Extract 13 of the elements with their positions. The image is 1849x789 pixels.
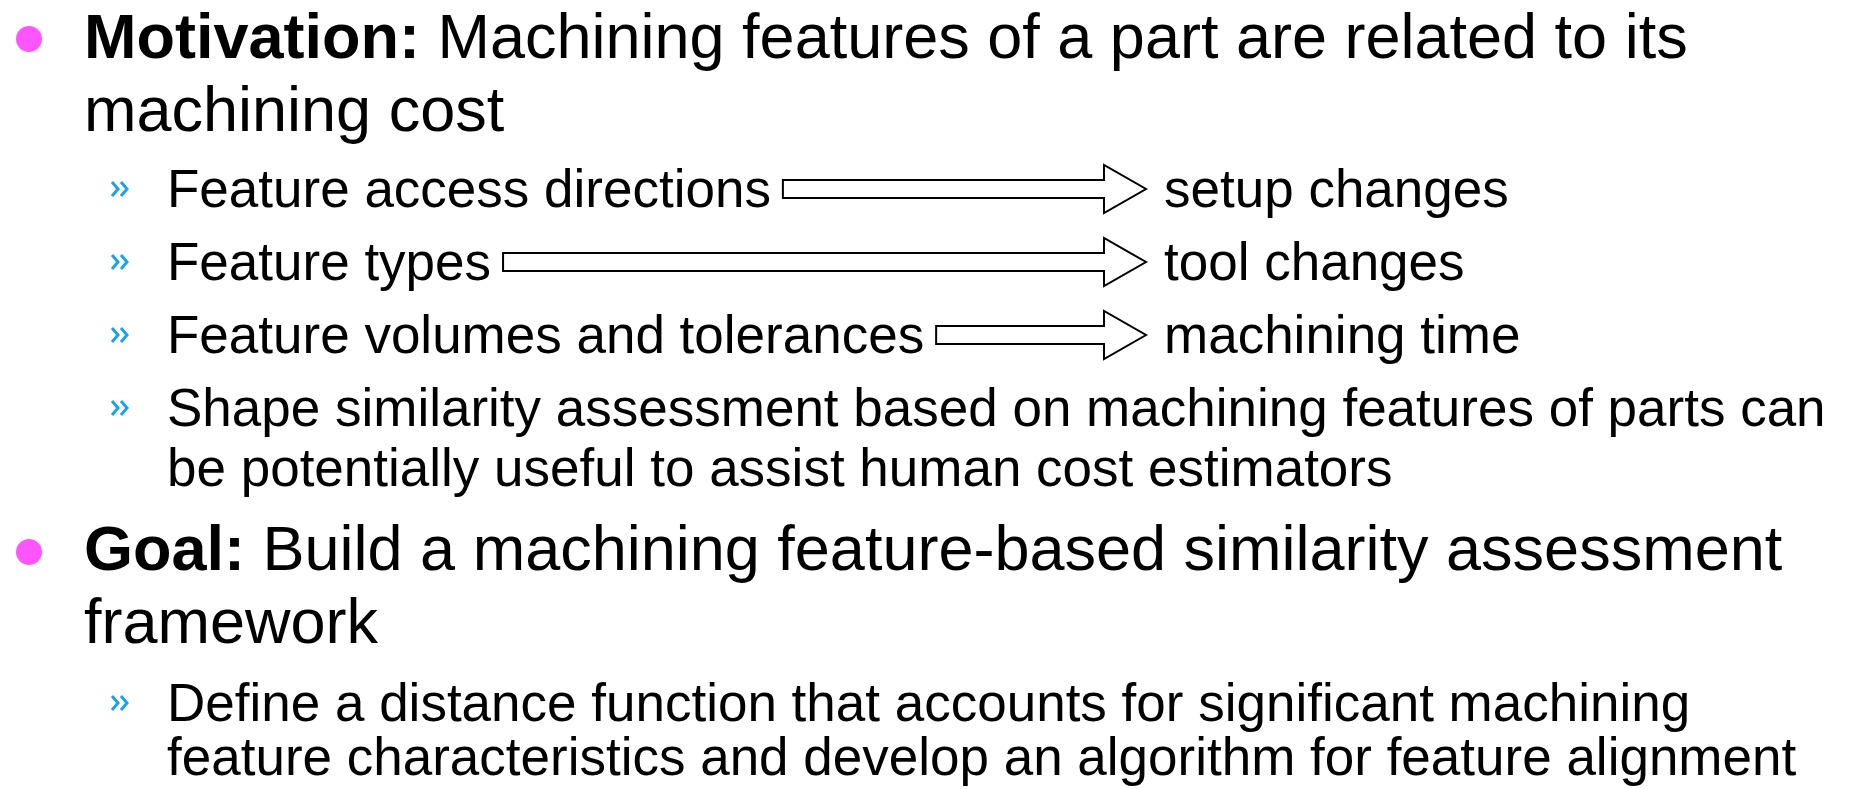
item-text: Feature volumes and tolerances — [167, 305, 925, 365]
item-text: setup changes — [1164, 159, 1509, 219]
heading-text: Goal: Build a machining feature-based similarity assessment framework — [84, 512, 1784, 658]
item-text: tool changes — [1164, 232, 1465, 292]
item-text: machining time — [1164, 305, 1521, 365]
block-arrow — [935, 309, 1148, 361]
heading-text: Motivation: Machining features of a part are related to its machining cost — [84, 0, 1689, 146]
item-text: Feature access directions — [167, 159, 771, 219]
block-arrow — [502, 236, 1148, 288]
item-text: Feature types — [167, 232, 492, 292]
body-text: Define a distance function that accounts for significant machining feature characteristics and develop an algorithm for feature alignment — [167, 676, 1798, 784]
block-arrow — [781, 163, 1148, 215]
body-text: Shape similarity assessment based on machining features of parts can be potentially useful to assist human cost estimators — [167, 378, 1827, 498]
